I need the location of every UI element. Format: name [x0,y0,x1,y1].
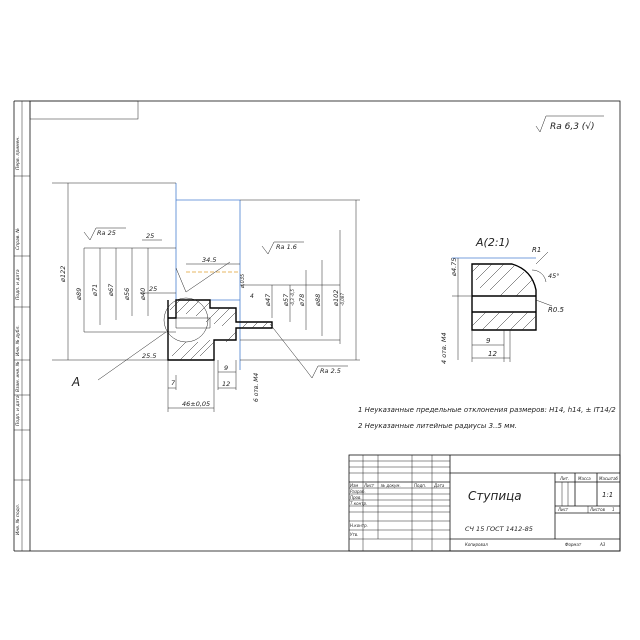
roughness-label: Ra 2.5 [320,367,341,375]
strip-label: Подп. и дата [15,395,21,426]
tolerance-label: -0,3 -0,5 [290,289,295,306]
title-block: Изм Лист № докум. Подп. Дата Разраб. Про… [348,454,621,552]
row-label: Пров. [350,495,362,500]
dimension-label: 7 [171,379,176,387]
right-header: Масса [578,476,591,481]
dimension-label: 4 [250,293,254,300]
dimension-label: ø,035 [240,274,246,289]
detail-label: R0.5 [548,306,565,314]
general-roughness-symbol: Ra 6,3 (√) [535,115,604,133]
strip-label: Подп. и дата [15,269,21,300]
technical-notes: 1 Неуказанные предельные отклонения разм… [358,406,616,430]
scale-value: 1:1 [602,491,613,499]
dimension-label: 25.5 [142,352,156,360]
dimension-label: ø57 [282,293,290,307]
note-line: 1 Неуказанные предельные отклонения разм… [358,406,616,414]
strip-label: Взам. инв. № [15,361,21,392]
sheets-count: 1 [612,507,615,512]
dimension-label: ø89 [75,288,83,301]
row-label: Разраб. [350,489,366,494]
dimension-label: ø47 [264,293,272,307]
dimension-label: ø67 [107,283,115,297]
strip-label: Инв. № дубл. [15,325,21,356]
dimension-label: 25 [149,285,157,293]
detail-label: 4 отв. M4 [440,332,448,364]
detail-label: R1 [532,246,541,254]
side-strip: Перв. примен. Справ. № Подп. и дата Инв.… [14,136,30,535]
material: СЧ 15 ГОСТ 1412-85 [465,525,533,533]
dimension-label: 34.5 [202,256,216,264]
col-header: № докум. [380,483,401,488]
row-label: Утв. [350,532,358,537]
dimension-label: 25 [146,232,154,240]
detail-label: 12 [488,350,497,358]
right-header: Лит. [559,476,569,481]
dimension-label: 46±0,05 [182,400,210,408]
dimension-label: ø78 [298,294,306,307]
dimension-label: ø102 [332,290,340,307]
col-header: Подп. [414,483,426,488]
roughness-label: Ra 25 [97,229,116,237]
roughness-label: Ra 1.6 [276,243,297,251]
col-header: Изм [350,483,358,488]
strip-label: Справ. № [15,228,21,250]
detail-label: 45° [548,272,560,280]
tolerance-label: -0,087 [340,293,345,306]
sheets-label: Листов [589,507,606,512]
detail-label: 9 [486,337,491,345]
detail-view: A(2:1) R1 45° R0.5 ø4.75 [440,236,565,364]
detail-title: A(2:1) [475,236,510,249]
dimension-label: ø40 [139,288,147,301]
roughness-text: Ra 6,3 (√) [550,121,595,132]
strip-label: Инв. № подл. [15,504,21,535]
copied-label: Копировал [465,542,488,547]
dimension-label: ø56 [123,288,131,301]
dimension-label: ø71 [91,284,99,297]
col-header: Лист [363,483,375,488]
strip-label: Перв. примен. [15,136,21,170]
main-view: Ra 25 Ra 1.6 Ra 2.5 ø122 ø89 ø71 ø67 ø56… [52,182,360,412]
format-value: A3 [599,542,606,547]
detail-callout-circle [163,297,209,343]
row-label: Т.контр. [350,501,367,506]
dimension-label: ø88 [314,294,322,307]
dimension-label: 12 [222,380,230,388]
thread-label: 6 отв. M4 [253,373,260,402]
dimension-label: 9 [224,364,228,372]
section-label: A [71,375,80,389]
sheet-frame [29,100,621,552]
right-header: Масштаб [599,476,619,481]
row-label: Н.контр. [350,523,368,528]
format-label: Формат [565,542,582,547]
sheet-label: Лист [557,507,569,512]
note-line: 2 Неуказанные литейные радиусы 3..5 мм. [358,422,517,430]
dimension-label: ø122 [59,266,67,283]
part-name: Ступица [468,489,522,503]
detail-label: ø4.75 [450,258,458,277]
col-header: Дата [433,483,445,488]
